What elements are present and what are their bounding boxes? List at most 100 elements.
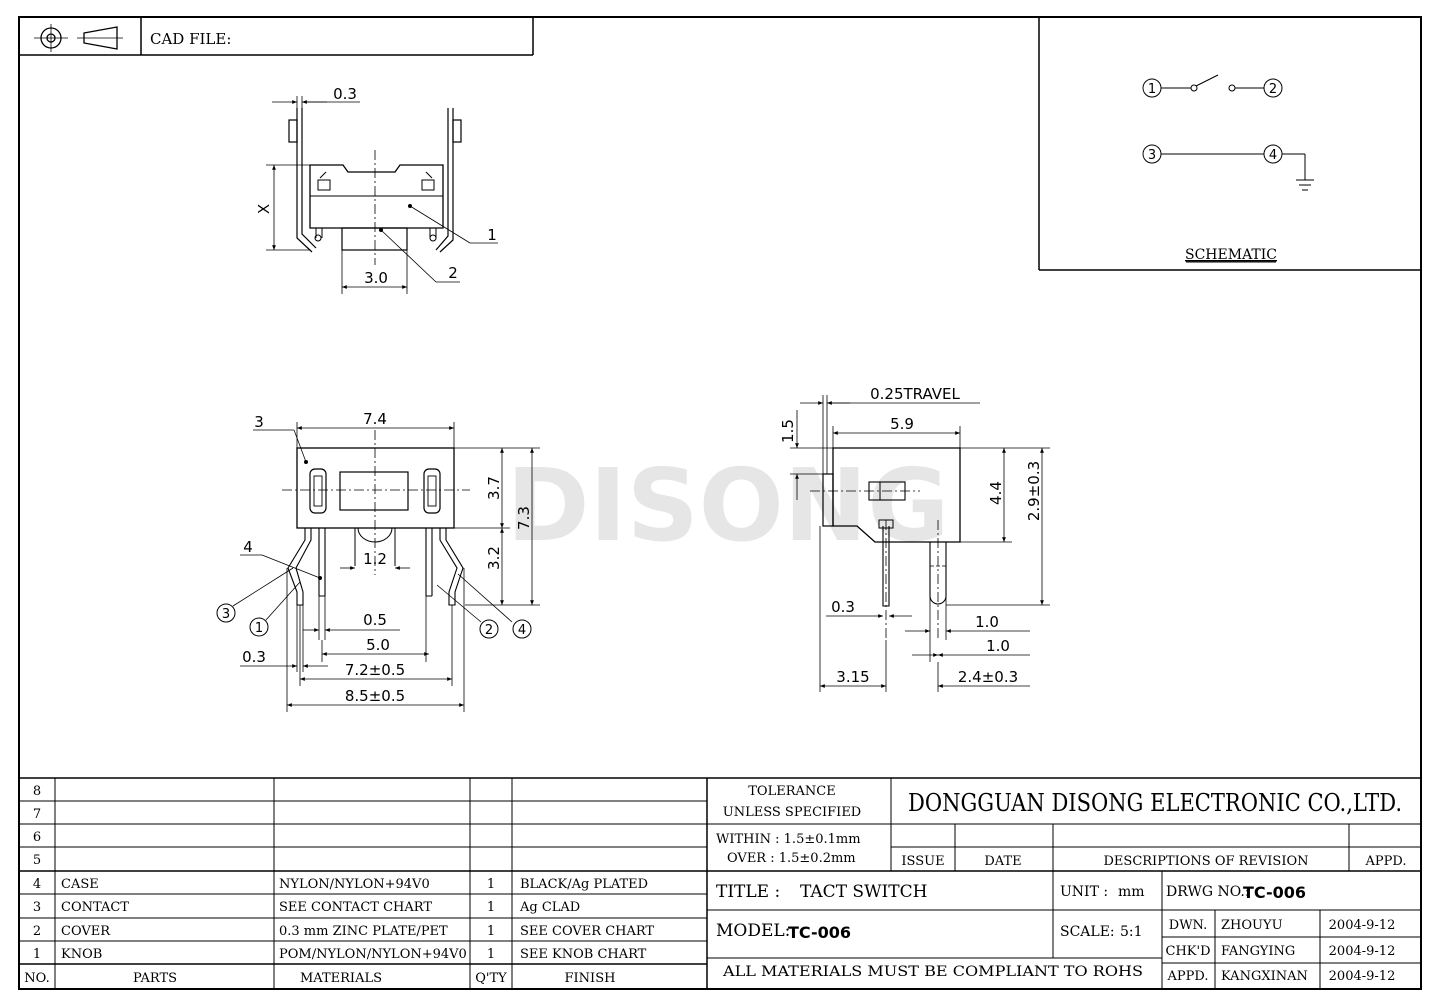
bom-row-1-part: KNOB [61,947,102,962]
tolerance-over: OVER : 1.5±0.2mm [727,851,856,866]
side-dim-1.5: 1.5 [779,419,797,443]
header-box: CAD FILE: [19,17,534,56]
bom-row-3-part: CONTACT [61,900,129,915]
front-dim-3.2: 3.2 [485,546,503,570]
title-label: TITLE : [716,882,780,902]
front-pin-4: 4 [518,623,526,638]
bom-row-1-material: POM/NYLON/NYLON+94V0 [279,947,467,962]
schematic-pin-4: 4 [1269,148,1277,163]
front-view [216,422,540,712]
bom-row-3-no: 3 [33,900,41,915]
bom-row-7-no: 7 [33,807,41,822]
front-dim-1.2: 1.2 [363,550,387,568]
side-dim-2.4: 2.4±0.3 [958,668,1018,686]
unit-value: mm [1118,884,1145,900]
signoff-chk-date: 2004-9-12 [1329,944,1396,959]
signoff-dwn-name: ZHOUYU [1221,918,1283,933]
front-dim-7.2: 7.2±0.5 [345,661,405,679]
company-name: DONGGUAN DISONG ELECTRONIC CO.,LTD. [908,789,1402,817]
bom-row-4-part: CASE [61,877,99,892]
front-dim-7.3: 7.3 [515,506,533,530]
side-dim-2.9: 2.9±0.3 [1025,461,1043,521]
bom-row-8-no: 8 [33,784,41,799]
side-dim-1.0a: 1.0 [975,613,999,631]
front-callout-3: 3 [254,413,264,431]
rohs-note: ALL MATERIALS MUST BE COMPLIANT TO ROHS [722,964,1143,980]
bom-row-4-qty: 1 [487,877,495,892]
model-label: MODEL: [716,921,790,941]
top-dim-x: X [255,204,273,214]
bom-table [19,777,1421,989]
bom-header-finish: FINISH [565,971,616,986]
switch-symbol [1142,74,1314,191]
bom-row-1-no: 1 [33,947,41,962]
drwg-no-value: TC-006 [1243,883,1306,902]
front-pin-3: 3 [222,607,230,622]
bom-row-2-part: COVER [61,924,111,939]
bom-row-3-material: SEE CONTACT CHART [279,900,432,915]
watermark: DISONG [506,447,949,564]
bom-header-qty: Q'TY [475,971,507,986]
front-dim-5.0: 5.0 [366,636,390,654]
front-callout-4: 4 [243,538,253,556]
bom-row-6-no: 6 [33,830,41,845]
schematic-box: 1 2 3 4 SCHEMATIC [1038,17,1421,271]
side-dim-4.4: 4.4 [987,481,1005,505]
bom-row-1-finish: SEE KNOB CHART [520,947,647,962]
signoff-chk-role: CHK'D [1166,944,1211,959]
schematic-pin-3: 3 [1148,148,1156,163]
bom-row-4-finish: BLACK/Ag PLATED [520,877,648,892]
signoff-dwn-role: DWN. [1169,918,1207,933]
drawing-border [18,16,1422,990]
third-angle-projection-icon [34,24,123,52]
scale-value: 5:1 [1120,924,1143,940]
side-dim-1.0b: 1.0 [986,637,1010,655]
bom-header-no: NO. [24,971,49,986]
unit-label: UNIT : [1060,884,1108,900]
title-block [707,778,1421,989]
side-dim-5.9: 5.9 [890,415,914,433]
bom-row-2-material: 0.3 mm ZINC PLATE/PET [279,924,448,939]
revision-date: DATE [984,854,1021,869]
top-callout-1: 1 [487,226,497,244]
front-dim-7.4: 7.4 [363,410,387,428]
drwg-no-label: DRWG NO.: [1166,884,1250,900]
tolerance-label: TOLERANCE [748,784,835,799]
bom-row-5-no: 5 [33,853,41,868]
bom-row-4-material: NYLON/NYLON+94V0 [279,877,430,892]
side-dim-travel: 0.25TRAVEL [870,385,960,403]
title-value: TACT SWITCH [800,882,927,902]
revision-description: DESCRIPTIONS OF REVISION [1104,854,1309,869]
bom-header-materials: MATERIALS [300,971,382,986]
bom-row-1-qty: 1 [487,947,495,962]
top-view [266,96,498,294]
scale-label: SCALE: [1060,924,1115,940]
signoff-chk-name: FANGYING [1221,944,1295,959]
front-dim-8.5: 8.5±0.5 [345,687,405,705]
tolerance-unless: UNLESS SPECIFIED [723,805,861,820]
schematic-pin-2: 2 [1269,82,1277,97]
cad-file-label: CAD FILE: [150,30,231,48]
revision-issue: ISSUE [901,854,944,869]
signoff-appd-role: APPD. [1167,969,1209,984]
front-dim-0.5: 0.5 [363,611,387,629]
bom-row-2-finish: SEE COVER CHART [520,924,654,939]
signoff-appd-date: 2004-9-12 [1329,969,1396,984]
front-pin-2: 2 [485,623,493,638]
bom-row-2-no: 2 [33,924,41,939]
bom-row-4-no: 4 [33,877,41,892]
bom-row-3-qty: 1 [487,900,495,915]
front-dim-3.7: 3.7 [485,476,503,500]
top-callout-2: 2 [448,264,458,282]
side-view [790,395,1050,692]
model-value: TC-006 [788,923,851,942]
bom-row-2-qty: 1 [487,924,495,939]
side-dim-0.3: 0.3 [831,598,855,616]
tolerance-within: WITHIN : 1.5±0.1mm [716,832,861,847]
bom-row-3-finish: Ag CLAD [519,900,580,915]
signoff-dwn-date: 2004-9-12 [1329,918,1396,933]
top-dim-0.3: 0.3 [333,85,357,103]
bom-header-parts: PARTS [133,971,177,986]
signoff-appd-name: KANGXINAN [1221,969,1308,984]
